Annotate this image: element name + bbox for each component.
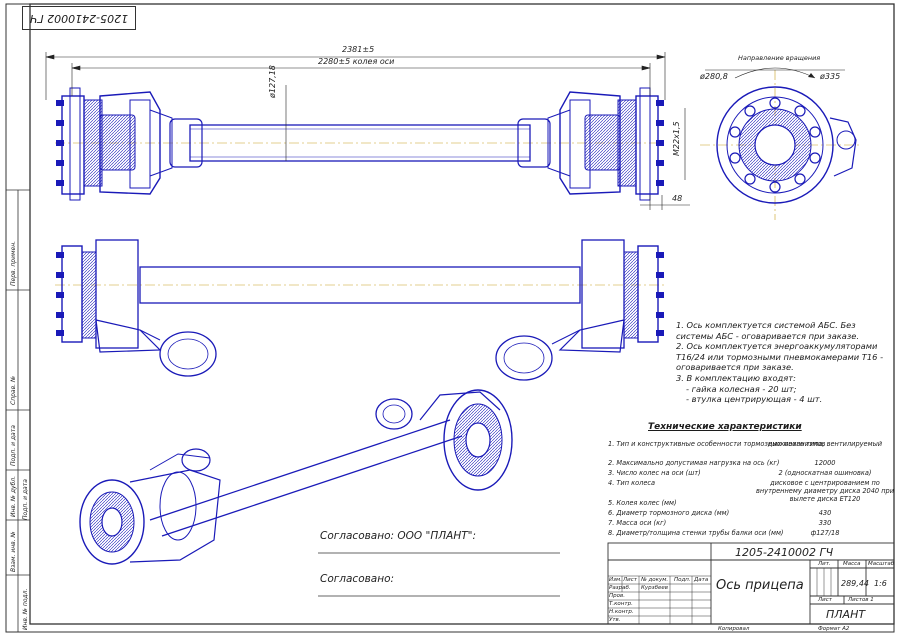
tb-doc-no: № докум. xyxy=(641,577,669,583)
title-block-code: 1205-2410002 ГЧ xyxy=(735,546,834,559)
note-5: - втулка центрирующая - 4 шт. xyxy=(686,394,823,405)
tb-razrab-name: Курзбеев xyxy=(641,585,668,591)
spec-value-8: ф127/18 xyxy=(810,529,840,537)
title-block-sheet: Лист xyxy=(818,597,832,603)
dim-disk-diameter: ø280,8 xyxy=(700,72,728,81)
spec-value-3: 2 (односкатная ошиновка) xyxy=(778,469,872,477)
dim-track: 2280±5 колея оси xyxy=(318,57,395,66)
spec-value-7: 330 xyxy=(818,519,832,527)
tb-list: Лист xyxy=(623,577,637,583)
title-block-org: ПЛАНТ xyxy=(826,608,866,621)
note-3: 3. В комплектацию входят: xyxy=(676,372,796,383)
side-label-inv-dubl: Инв. № дубл. xyxy=(10,475,17,517)
side-label-podp-data-1: Подп. и дата xyxy=(10,425,17,466)
axle-top-view xyxy=(55,87,665,201)
side-label-vzam-inv: Взам. инв. № xyxy=(10,531,17,572)
axle-isometric-view xyxy=(79,389,513,565)
stamp-code-box: 1205-2410002 ГЧ xyxy=(22,6,136,30)
spec-value-2: 12000 xyxy=(814,459,836,467)
spec-row-6: 6. Диаметр тормозного диска (мм) xyxy=(608,509,730,517)
dimension-lines xyxy=(45,52,690,210)
spec-row-8: 8. Диаметр/толщина стенки трубы балки ос… xyxy=(608,529,784,537)
spec-value-4: дисковое с центрированием по внутреннему… xyxy=(755,479,895,503)
side-label-podp-data-2: Подп. и дата xyxy=(22,479,29,520)
spec-value-1: дискового типа, вентилируемый xyxy=(767,440,883,448)
hub-end-view xyxy=(700,67,860,220)
spec-row-2: 2. Максимально допустимая нагрузка на ос… xyxy=(608,459,780,467)
dim-overall-length: 2381±5 xyxy=(342,45,375,54)
spec-row-1: 1. Тип и конструктивные особенности торм… xyxy=(608,440,826,448)
drawing-frame xyxy=(29,3,895,625)
title-block-lit-label: Лит. xyxy=(818,561,831,567)
specs-title: Технические характеристики xyxy=(648,422,802,432)
side-label-inv-podl: Инв. № подл. xyxy=(22,588,29,630)
title-block-name: Ось прицепа xyxy=(716,578,804,593)
tb-prov: Пров. xyxy=(609,593,625,599)
title-block-scale-label: Масштаб xyxy=(868,561,895,567)
title-block-sheets: Листов 1 xyxy=(848,597,874,603)
tb-sign: Подп. xyxy=(674,577,691,583)
dim-outer-diameter: ø335 xyxy=(820,72,841,81)
spec-row-5: 5. Колея колес (мм) xyxy=(608,499,677,507)
agreement-plant: Согласовано: ООО "ПЛАНТ": xyxy=(320,530,477,542)
tb-format: Формат А2 xyxy=(818,626,850,632)
title-block-mass-label: Масса xyxy=(843,561,861,567)
dim-hub-offset: 48 xyxy=(672,194,683,203)
note-4: - гайка колесная - 20 шт; xyxy=(686,383,797,394)
title-block-grid xyxy=(607,542,895,625)
dim-hub-thread: M22x1,5 xyxy=(672,121,681,156)
note-2: 2. Ось комплектуется энергоаккумуляторам… xyxy=(676,341,884,373)
tb-tkontr: Т.контр. xyxy=(609,601,633,607)
title-block-scale: 1:6 xyxy=(874,579,887,588)
agreement-second: Согласовано: xyxy=(320,573,395,585)
rotation-direction-label: Направление вращения xyxy=(738,54,821,62)
tb-razrab: Разраб. xyxy=(609,585,631,591)
title-block-mass: 289,44 xyxy=(841,579,869,588)
side-label-sprav: Справ. № xyxy=(10,375,17,405)
axle-front-view xyxy=(55,239,665,381)
stamp-code: 1205-2410002 ГЧ xyxy=(29,11,129,25)
dim-tube-diameter: ø127,18 xyxy=(268,65,277,98)
spec-row-3: 3. Число колес на оси (шт) xyxy=(608,469,701,477)
spec-value-6: 430 xyxy=(818,509,832,517)
tb-date: Дата xyxy=(694,577,709,583)
note-1: 1. Ось комплектуется системой АБС. Без с… xyxy=(676,320,860,341)
tb-izm: Изм. xyxy=(609,577,622,583)
tb-utv: Утв. xyxy=(609,617,621,623)
tb-nkontr: Н.контр. xyxy=(609,609,634,615)
side-label-perv: Перв. примен. xyxy=(10,240,17,286)
notes-block: 1. Ось комплектуется системой АБС. Без с… xyxy=(676,320,886,405)
tb-copied: Копировал xyxy=(718,626,750,632)
spec-row-4: 4. Тип колеса xyxy=(608,479,656,487)
spec-row-7: 7. Масса оси (кг) xyxy=(608,519,667,527)
